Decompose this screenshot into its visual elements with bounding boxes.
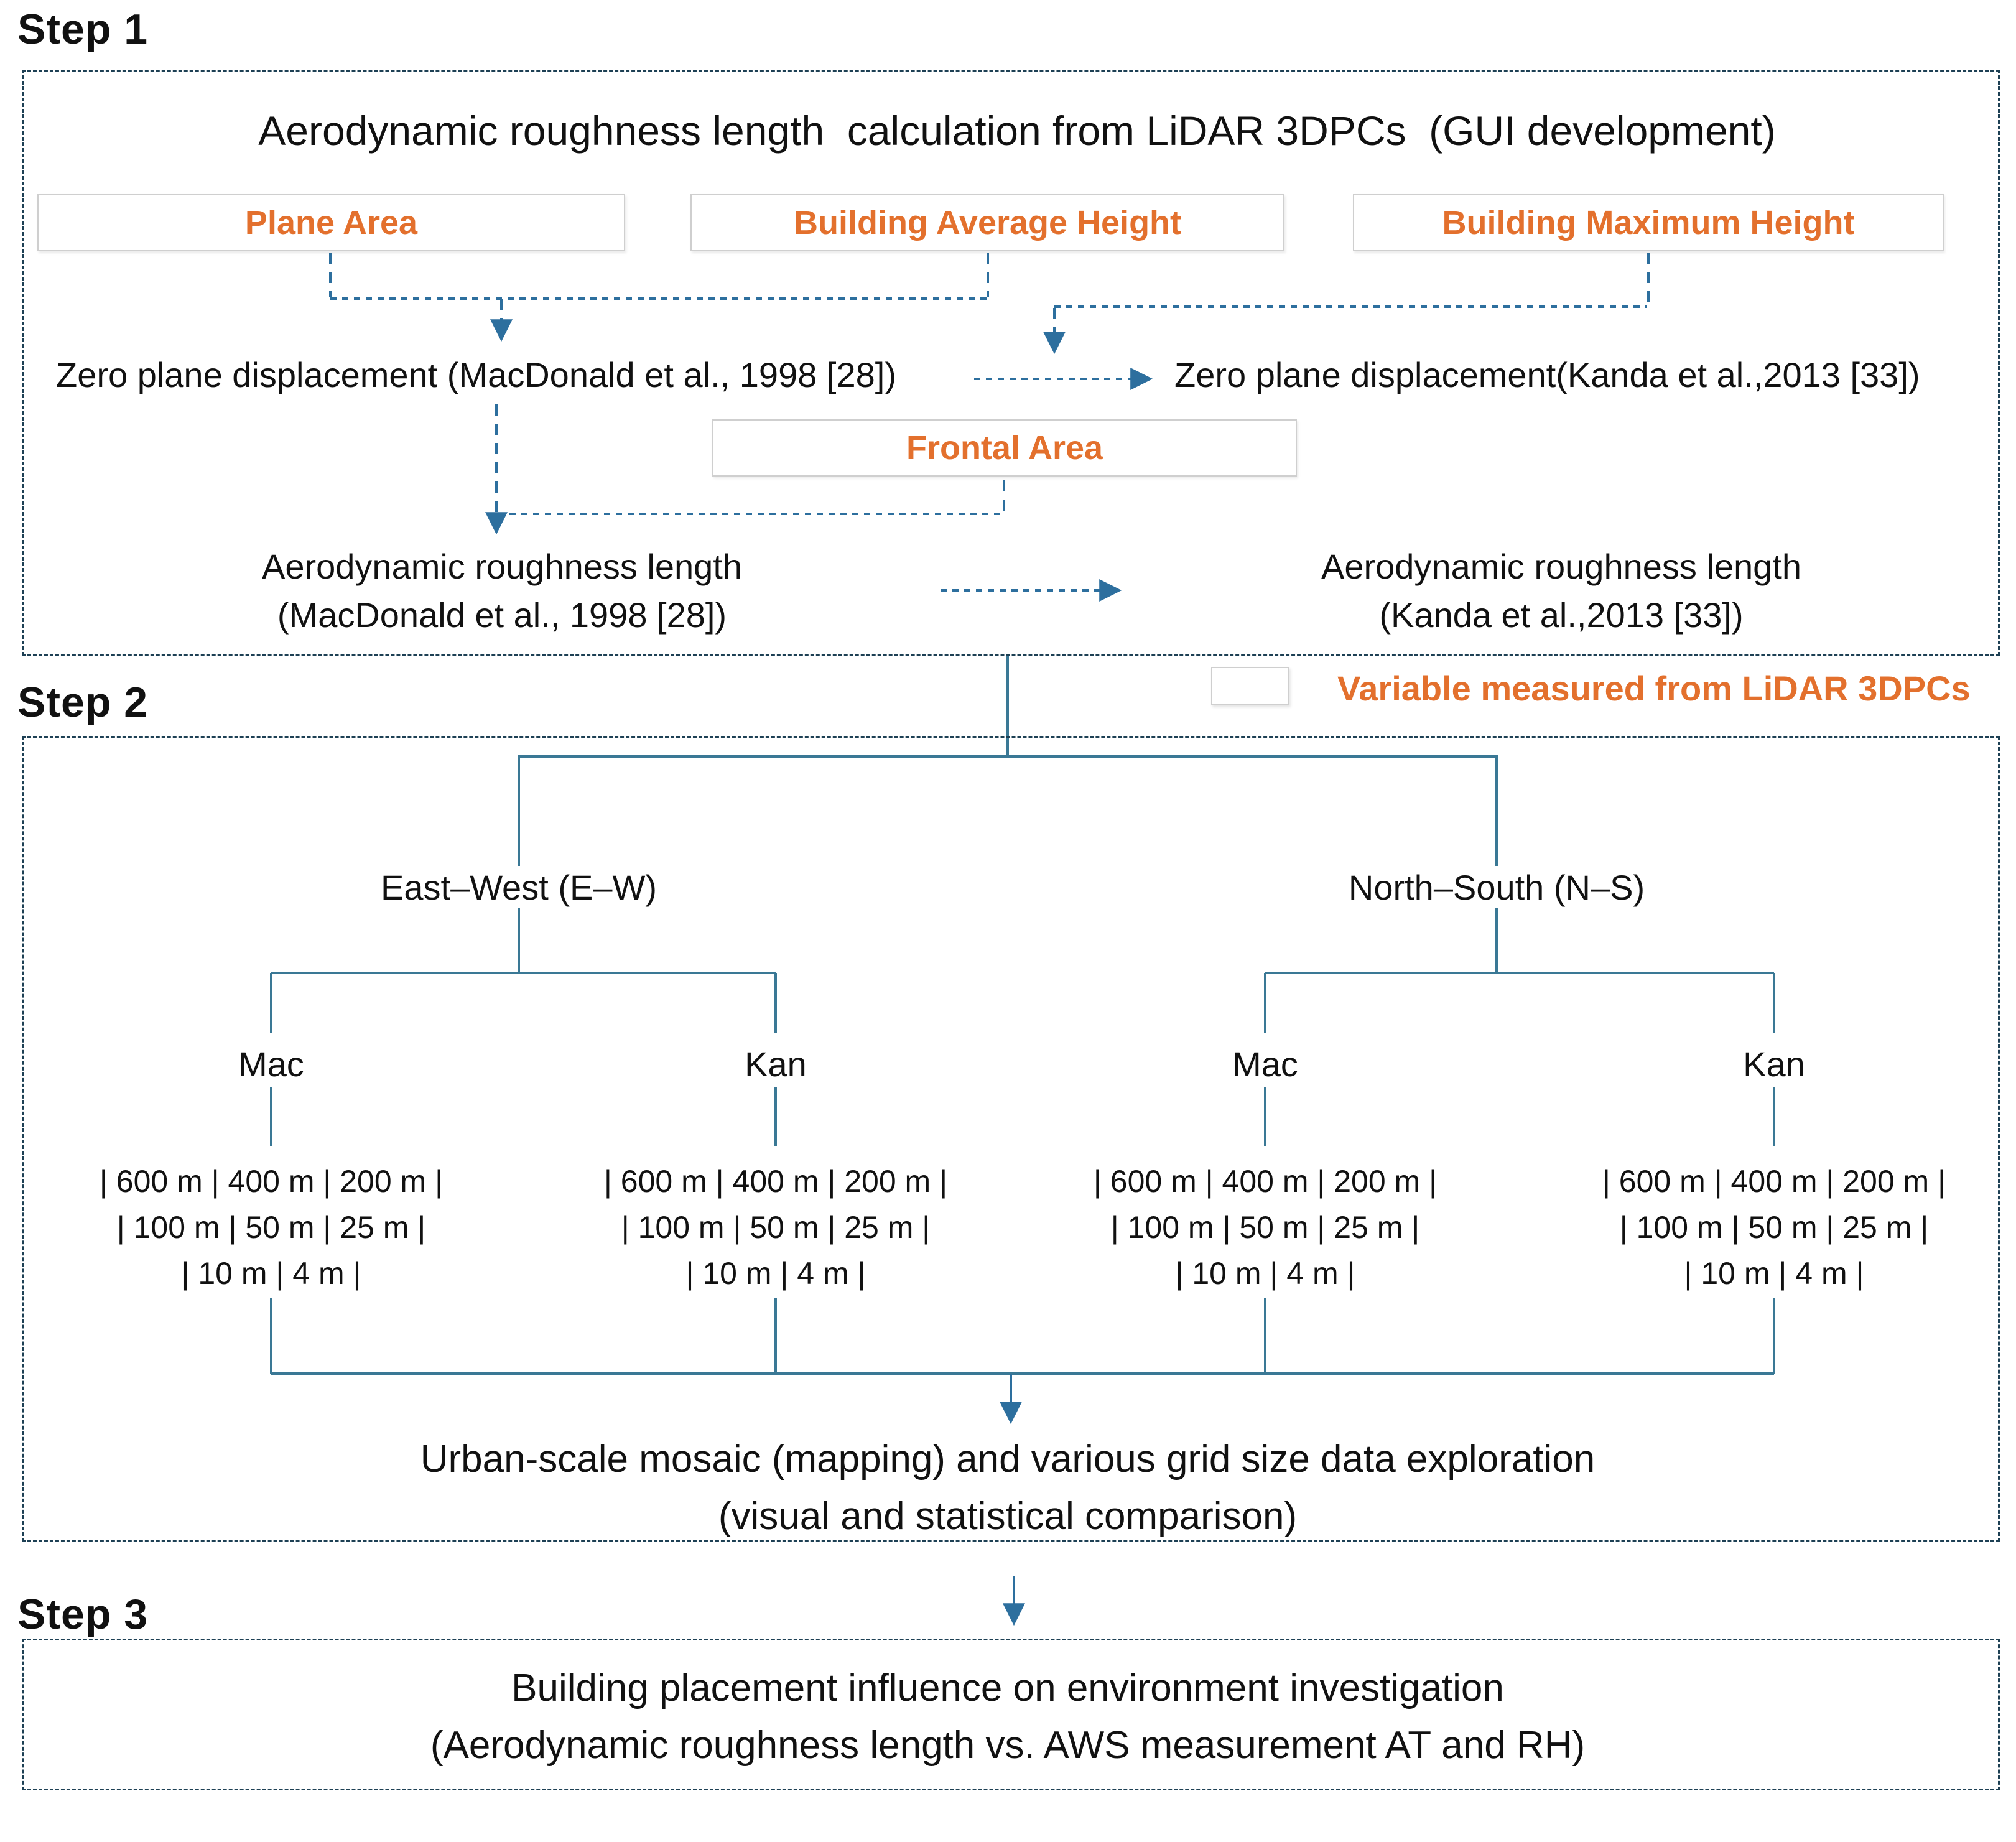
variable-box-building-maximum-height: Building Maximum Height — [1353, 194, 1944, 251]
outcome-line2: (visual and statistical comparison) — [718, 1495, 1298, 1538]
arl-macdonald-line2: (MacDonald et al., 1998 [28]) — [277, 595, 727, 635]
step1-title: Aerodynamic roughness length calculation… — [258, 108, 1776, 154]
zero-plane-displacement-kanda: Zero plane displacement(Kanda et al.,201… — [1174, 355, 1920, 394]
node-ns-mac: Mac — [1232, 1044, 1298, 1084]
grid-line: | 10 m | 4 m | — [181, 1256, 361, 1291]
grid-line: | 10 m | 4 m | — [1175, 1256, 1355, 1291]
aerodynamic-roughness-macdonald: Aerodynamic roughness length (MacDonald … — [222, 542, 782, 640]
zero-plane-displacement-macdonald: Zero plane displacement (MacDonald et al… — [56, 355, 896, 394]
variable-box-frontal-area: Frontal Area — [712, 419, 1297, 477]
variable-box-building-average-height: Building Average Height — [690, 194, 1284, 251]
grid-line: | 100 m | 50 m | 25 m | — [116, 1210, 426, 1245]
node-ew-kan: Kan — [745, 1044, 807, 1084]
step1-panel — [22, 70, 2000, 656]
variable-box-plane-area: Plane Area — [37, 194, 625, 251]
branch-east-west: East–West (E–W) — [381, 868, 657, 907]
grid-sizes-ew-mac: | 600 m | 400 m | 200 m | | 100 m | 50 m… — [78, 1158, 464, 1296]
arl-kanda-line2: (Kanda et al.,2013 [33]) — [1379, 595, 1744, 635]
step3-statement: Building placement influence on environm… — [386, 1660, 1630, 1774]
outcome-line1: Urban-scale mosaic (mapping) and various… — [420, 1438, 1596, 1481]
grid-line: | 600 m | 400 m | 200 m | — [99, 1164, 444, 1199]
node-ns-kan: Kan — [1743, 1044, 1805, 1084]
grid-line: | 600 m | 400 m | 200 m | — [1602, 1164, 1946, 1199]
grid-line: | 10 m | 4 m | — [685, 1256, 866, 1291]
grid-sizes-ns-kan: | 600 m | 400 m | 200 m | | 100 m | 50 m… — [1581, 1158, 1967, 1296]
step2-outcome: Urban-scale mosaic (mapping) and various… — [386, 1431, 1630, 1545]
grid-line: | 600 m | 400 m | 200 m | — [603, 1164, 948, 1199]
node-ew-mac: Mac — [238, 1044, 304, 1084]
frontal-area-label: Frontal Area — [906, 429, 1103, 467]
step2-label: Step 2 — [17, 679, 149, 726]
step3-line2: (Aerodynamic roughness length vs. AWS me… — [430, 1724, 1586, 1767]
step2-panel — [22, 736, 2000, 1542]
grid-line: | 100 m | 50 m | 25 m | — [1110, 1210, 1420, 1245]
step3-panel — [22, 1639, 2000, 1790]
arl-kanda-line1: Aerodynamic roughness length — [1321, 547, 1802, 586]
building-maximum-height-label: Building Maximum Height — [1442, 204, 1855, 241]
grid-sizes-ns-mac: | 600 m | 400 m | 200 m | | 100 m | 50 m… — [1072, 1158, 1458, 1296]
legend-label: Variable measured from LiDAR 3DPCs — [1337, 669, 1971, 708]
grid-line: | 100 m | 50 m | 25 m | — [1619, 1210, 1929, 1245]
arl-macdonald-line1: Aerodynamic roughness length — [261, 547, 743, 586]
step1-label: Step 1 — [17, 6, 149, 53]
aerodynamic-roughness-kanda: Aerodynamic roughness length (Kanda et a… — [1281, 542, 1841, 640]
grid-line: | 100 m | 50 m | 25 m | — [621, 1210, 931, 1245]
plane-area-label: Plane Area — [244, 204, 418, 241]
step3-label: Step 3 — [17, 1591, 149, 1638]
building-average-height-label: Building Average Height — [793, 204, 1182, 241]
branch-north-south: North–South (N–S) — [1348, 868, 1645, 907]
grid-line: | 600 m | 400 m | 200 m | — [1093, 1164, 1438, 1199]
legend-swatch-box — [1211, 667, 1289, 705]
grid-sizes-ew-kan: | 600 m | 400 m | 200 m | | 100 m | 50 m… — [583, 1158, 969, 1296]
step3-line1: Building placement influence on environm… — [511, 1667, 1504, 1709]
grid-line: | 10 m | 4 m | — [1684, 1256, 1864, 1291]
